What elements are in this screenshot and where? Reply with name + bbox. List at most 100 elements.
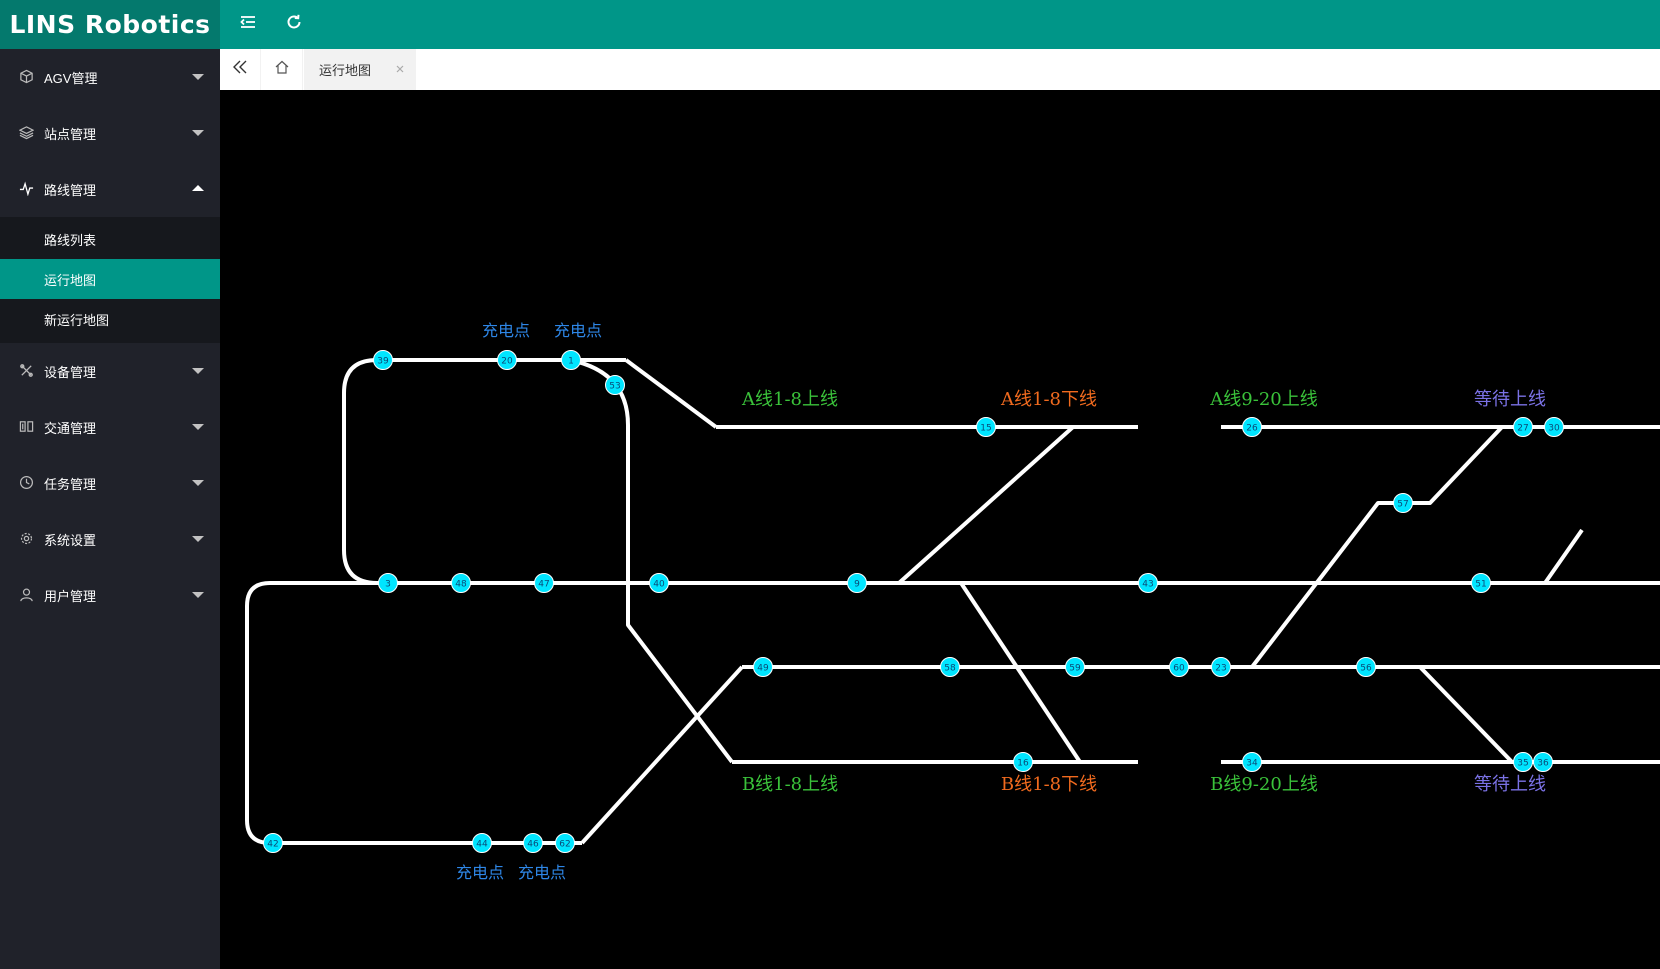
sidebar-item-new-run-map[interactable]: 新运行地图: [44, 312, 110, 328]
traffic-icon: [19, 419, 34, 434]
station-node-label: 42: [267, 839, 278, 849]
map-label-down: B线1-8下线: [1001, 774, 1097, 795]
chevron-down-icon: [192, 74, 204, 80]
sidebar-collapse-button[interactable]: [228, 0, 268, 49]
station-node-42[interactable]: 42: [263, 833, 283, 853]
sidebar-item-label: 任务管理: [44, 476, 97, 492]
station-node-51[interactable]: 51: [1471, 573, 1491, 593]
chevron-down-icon: [192, 368, 204, 374]
station-node-60[interactable]: 60: [1169, 657, 1189, 677]
map-label-charge: 充电点: [456, 863, 504, 882]
station-node-26[interactable]: 26: [1242, 417, 1262, 437]
station-node-47[interactable]: 47: [534, 573, 554, 593]
sidebar-item-label: 系统设置: [44, 532, 97, 548]
station-node-label: 1: [568, 356, 574, 366]
sidebar-item-stations[interactable]: 站点管理: [0, 105, 220, 161]
double-chevron-left-icon: [232, 59, 248, 80]
station-node-36[interactable]: 36: [1533, 752, 1553, 772]
map-label-charge: 充电点: [482, 321, 530, 340]
station-node-label: 9: [854, 579, 860, 589]
station-node-label: 15: [980, 423, 991, 433]
station-node-label: 23: [1215, 663, 1226, 673]
track-diag-51: [1543, 528, 1584, 585]
track-diag-b-up: [580, 665, 744, 845]
chevron-down-icon: [192, 424, 204, 430]
track-diag-a-down: [897, 425, 1075, 585]
sidebar-item-label: 路线管理: [44, 182, 97, 198]
station-node-27[interactable]: 27: [1513, 417, 1533, 437]
close-icon[interactable]: [394, 62, 406, 74]
sidebar-item-tasks[interactable]: 任务管理: [0, 455, 220, 511]
track-top-loop: [342, 358, 626, 585]
station-node-label: 57: [1397, 499, 1408, 509]
station-node-46[interactable]: 46: [523, 833, 543, 853]
station-node-label: 20: [501, 356, 513, 366]
home-tab-button[interactable]: [262, 49, 303, 90]
sidebar-item-agv[interactable]: AGV管理: [0, 49, 220, 105]
station-node-label: 39: [377, 356, 389, 366]
station-node-35[interactable]: 35: [1513, 752, 1533, 772]
refresh-button[interactable]: [274, 0, 314, 49]
sidebar-item-devices[interactable]: 设备管理: [0, 343, 220, 399]
map-label-down: A线1-8下线: [1000, 389, 1097, 410]
station-node-53[interactable]: 53: [605, 375, 625, 395]
station-node-30[interactable]: 30: [1544, 417, 1564, 437]
tab-run-map[interactable]: 运行地图: [304, 49, 416, 90]
tabs-scroll-left-button[interactable]: [220, 49, 261, 90]
routes-submenu: 路线列表 运行地图 新运行地图: [0, 217, 220, 343]
station-node-62[interactable]: 62: [555, 833, 575, 853]
station-node-58[interactable]: 58: [940, 657, 960, 677]
sidebar: AGV管理 站点管理 路线管理 路线列表 运行地图 新运行地图 设备管理: [0, 49, 220, 969]
clock-icon: [19, 475, 34, 490]
station-node-label: 44: [476, 839, 488, 849]
track-outer-loop: [245, 581, 582, 845]
station-node-label: 26: [1246, 423, 1258, 433]
track-map: 39 20 1 53 15 26 27 30 57 3 48 47 40 9 43 51 49 58 59 60 23 5…: [245, 321, 1660, 882]
top-header: LINS Robotics: [0, 0, 1660, 49]
map-label-charge: 充电点: [518, 863, 566, 882]
station-node-39[interactable]: 39: [373, 350, 393, 370]
map-label-charge: 充电点: [554, 321, 602, 340]
station-node-label: 43: [1142, 579, 1153, 589]
station-node-44[interactable]: 44: [472, 833, 492, 853]
station-node-43[interactable]: 43: [1138, 573, 1158, 593]
sidebar-item-routes[interactable]: 路线管理: [0, 161, 220, 217]
station-node-34[interactable]: 34: [1242, 752, 1262, 772]
menu-fold-icon: [239, 13, 257, 36]
station-node-23[interactable]: 23: [1211, 657, 1231, 677]
station-node-20[interactable]: 20: [497, 350, 517, 370]
sidebar-item-label: 站点管理: [44, 126, 97, 142]
station-node-56[interactable]: 56: [1356, 657, 1376, 677]
station-node-57[interactable]: 57: [1393, 493, 1413, 513]
station-node-label: 30: [1548, 423, 1560, 433]
sidebar-item-label: AGV管理: [44, 70, 98, 86]
sidebar-item-route-list[interactable]: 路线列表: [44, 232, 97, 248]
sidebar-item-settings[interactable]: 系统设置: [0, 511, 220, 567]
tab-label: 运行地图: [319, 63, 372, 78]
sidebar-item-users[interactable]: 用户管理: [0, 567, 220, 623]
run-map-canvas[interactable]: 39 20 1 53 15 26 27 30 57 3 48 47 40 9 43 51 49 58 59 60 23 5…: [220, 90, 1660, 969]
chevron-down-icon: [192, 536, 204, 542]
track-diag-56: [1418, 665, 1514, 764]
track-diag-b-down: [959, 581, 1082, 764]
station-node-49[interactable]: 49: [753, 657, 773, 677]
station-node-label: 59: [1069, 663, 1081, 673]
station-node-1[interactable]: 1: [561, 350, 581, 370]
refresh-icon: [285, 13, 303, 36]
sidebar-item-label: 用户管理: [44, 588, 97, 604]
user-icon: [19, 587, 34, 602]
sidebar-item-run-map[interactable]: 运行地图: [0, 259, 220, 299]
sidebar-item-traffic[interactable]: 交通管理: [0, 399, 220, 455]
tools-icon: [19, 363, 34, 378]
station-node-48[interactable]: 48: [451, 573, 471, 593]
map-label-waiting: 等待上线: [1474, 389, 1546, 410]
station-node-59[interactable]: 59: [1065, 657, 1085, 677]
station-node-label: 40: [653, 579, 665, 589]
station-node-15[interactable]: 15: [976, 417, 996, 437]
station-node-label: 3: [385, 579, 391, 589]
station-node-40[interactable]: 40: [649, 573, 669, 593]
station-node-3[interactable]: 3: [378, 573, 398, 593]
station-node-16[interactable]: 16: [1013, 752, 1033, 772]
cube-icon: [19, 69, 34, 84]
station-node-9[interactable]: 9: [847, 573, 867, 593]
